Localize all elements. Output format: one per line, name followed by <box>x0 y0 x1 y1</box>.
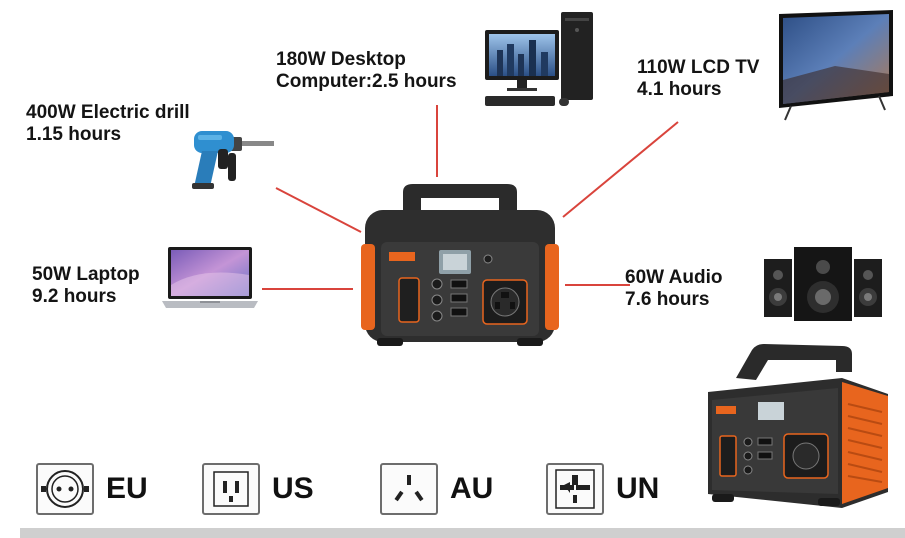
desktop-computer-icon <box>485 12 593 106</box>
label-laptop-runtime: 9.2 hours <box>32 286 117 307</box>
eu-socket-icon <box>41 470 89 508</box>
laptop-icon <box>162 247 258 308</box>
socket-au-frame <box>380 463 438 515</box>
label-tv: 110W LCD TV 4.1 hours <box>637 57 759 101</box>
socket-us: US <box>202 461 314 517</box>
label-desktop-power: 180W Desktop <box>276 49 406 70</box>
label-tv-power: 110W LCD TV <box>637 57 760 78</box>
socket-un-frame <box>546 463 604 515</box>
socket-au: AU <box>380 461 493 517</box>
socket-au-code: AU <box>450 472 494 505</box>
label-audio-runtime: 7.6 hours <box>625 289 710 310</box>
socket-us-frame <box>202 463 260 515</box>
lcd-tv-icon <box>779 10 893 121</box>
label-drill: 400W Electric drill 1.15 hours <box>26 102 190 146</box>
label-desktop-runtime: Computer:2.5 hours <box>276 71 457 92</box>
label-audio: 60W Audio 7.6 hours <box>625 267 722 311</box>
electric-drill-icon <box>192 131 274 189</box>
connector-tv <box>562 121 679 218</box>
us-socket-icon <box>213 471 249 507</box>
socket-un: UN <box>546 461 659 517</box>
power-station-center-icon <box>361 184 559 346</box>
socket-eu-code: EU <box>106 472 148 505</box>
connector-drill <box>275 187 362 233</box>
label-tv-runtime: 4.1 hours <box>637 79 722 100</box>
audio-speakers-icon <box>764 247 882 321</box>
label-drill-power: 400W Electric drill <box>26 102 190 123</box>
label-laptop: 50W Laptop 9.2 hours <box>32 264 140 308</box>
socket-un-code: UN <box>616 472 660 505</box>
universal-socket-icon <box>555 469 595 509</box>
socket-eu-frame <box>36 463 94 515</box>
label-drill-runtime: 1.15 hours <box>26 124 122 145</box>
label-desktop: 180W Desktop Computer:2.5 hours <box>276 49 457 93</box>
label-laptop-power: 50W Laptop <box>32 264 140 285</box>
au-socket-icon <box>394 475 424 502</box>
label-audio-power: 60W Audio <box>625 267 723 288</box>
socket-us-code: US <box>272 472 314 505</box>
power-station-angled-icon <box>708 344 888 508</box>
bottom-divider <box>20 528 905 538</box>
socket-eu: EU <box>36 461 148 517</box>
